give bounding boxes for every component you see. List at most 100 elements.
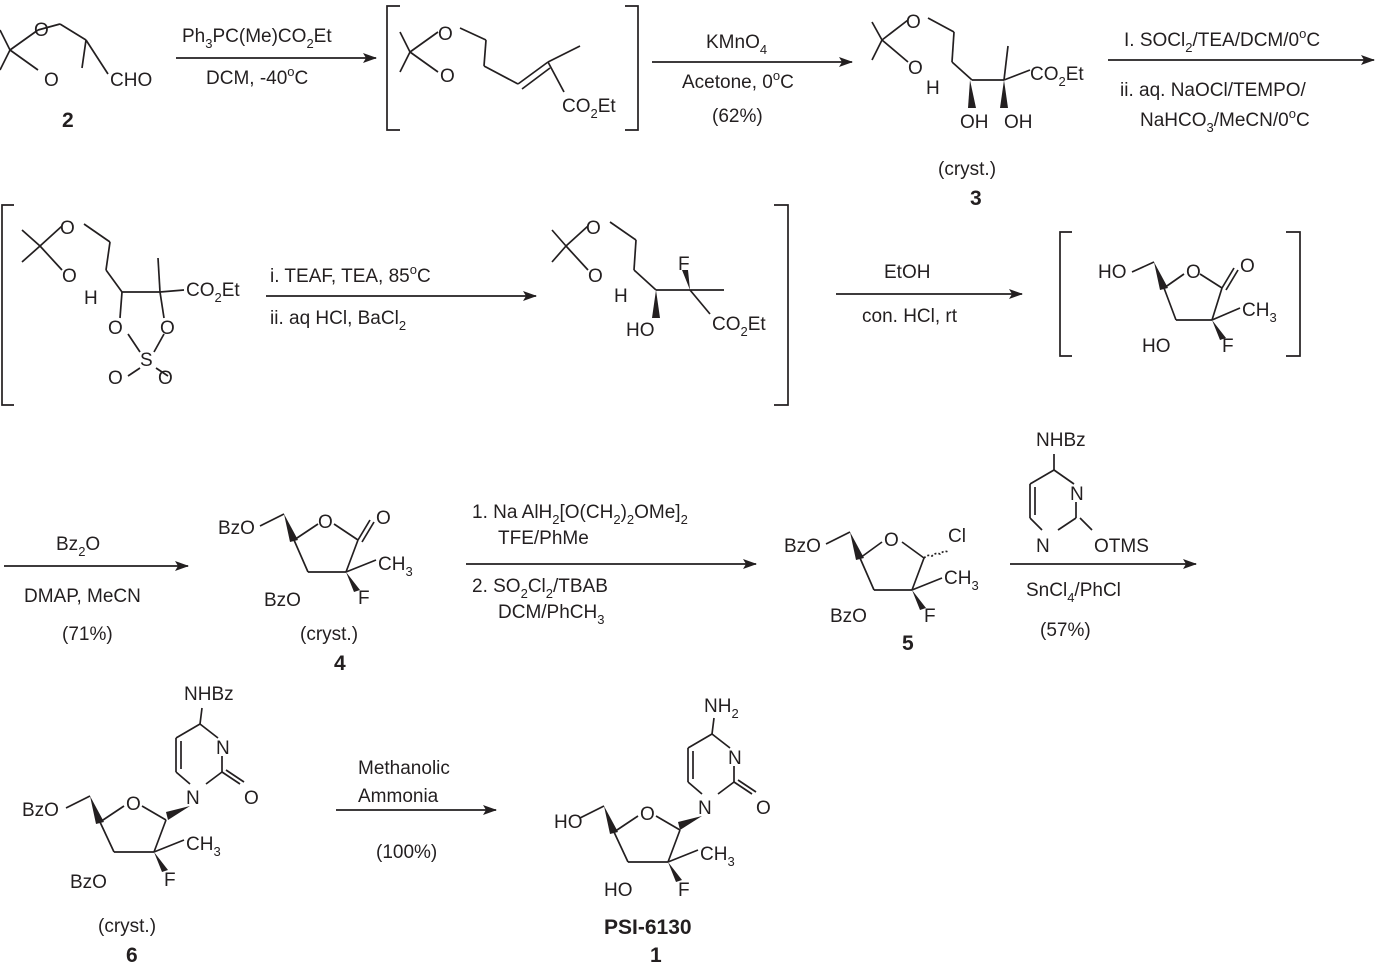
- compound-number: 4: [334, 652, 346, 675]
- compound-number: 6: [126, 944, 138, 967]
- atom-o: O: [440, 66, 455, 87]
- condition-label: Acetone, 0oC: [682, 68, 794, 93]
- hydroxyl-label: HO: [1142, 336, 1171, 357]
- atom-o: O: [1240, 256, 1255, 277]
- atom-f: F: [358, 588, 370, 609]
- methyl-label: CH3: [700, 844, 735, 869]
- compound-1: NH2 N N O HO O CH3 HO F PSI-6130 1: [554, 696, 771, 967]
- condition-label: DMAP, MeCN: [24, 586, 141, 607]
- methyl-label: CH3: [186, 834, 221, 859]
- atom-o: O: [108, 368, 123, 389]
- reaction-step-4: i. TEAF, TEA, 85oC ii. aq HCl, BaCl2: [266, 262, 537, 333]
- condition-label: DCM, -40oC: [206, 64, 308, 89]
- yield-label: (100%): [376, 842, 437, 863]
- hydroxyl-label: HO: [554, 812, 583, 833]
- atom-o: O: [318, 512, 333, 533]
- crystalline-note: (cryst.): [300, 624, 358, 645]
- atom-n: N: [1070, 484, 1084, 505]
- compound-number: 1: [650, 944, 662, 967]
- intermediate-lactone: HO O O CH3 HO F: [1059, 231, 1301, 357]
- methyl-label: CH3: [378, 554, 413, 579]
- amide-label: NHBz: [1036, 430, 1086, 451]
- methyl-label: CH3: [944, 568, 979, 593]
- reaction-step-1: Ph3PC(Me)CO2Et DCM, -40oC: [176, 26, 377, 89]
- intermediate-cyclic-sulfate: O O H CO2Et O O S O O: [1, 204, 240, 406]
- benzoate-label: BzO: [830, 606, 867, 627]
- atom-o: O: [438, 24, 453, 45]
- atom-f: F: [164, 870, 176, 891]
- atom-o: O: [588, 266, 603, 287]
- silylated-benzoylcytosine: NHBz N N OTMS: [1029, 430, 1149, 557]
- reagent-label: 2. SO2Cl2/TBAB: [472, 576, 608, 601]
- chloro-label: Cl: [948, 526, 966, 547]
- benzoate-label: BzO: [22, 800, 59, 821]
- aldehyde-label: CHO: [110, 70, 152, 91]
- atom-o: O: [756, 798, 771, 819]
- reagent-label: KMnO4: [706, 32, 767, 57]
- amine-label: NH2: [704, 696, 739, 721]
- atom-o: O: [108, 318, 123, 339]
- atom-o: O: [158, 368, 173, 389]
- benzoate-label: BzO: [70, 872, 107, 893]
- atom-f: F: [678, 254, 690, 275]
- atom-h: H: [614, 286, 628, 307]
- atom-o: O: [906, 12, 921, 33]
- reagent-label: i. TEAF, TEA, 85oC: [270, 262, 431, 287]
- reagent-label: Ammonia: [358, 786, 439, 807]
- compound-4: BzO O O CH3 BzO F (cryst.) 4: [218, 508, 413, 675]
- compound-number: 3: [970, 187, 982, 210]
- atom-h: H: [84, 288, 98, 309]
- compound-number: 2: [62, 109, 74, 132]
- silyl-ether-label: OTMS: [1094, 536, 1149, 557]
- reaction-step-8: SnCl4/PhCl (57%): [1010, 559, 1197, 641]
- hydroxyl-label: HO: [1098, 262, 1127, 283]
- atom-o: O: [640, 804, 655, 825]
- atom-o: O: [908, 58, 923, 79]
- reaction-step-2: KMnO4 Acetone, 0oC (62%): [652, 32, 853, 127]
- ester-label: CO2Et: [1030, 64, 1084, 89]
- atom-o: O: [44, 70, 59, 91]
- methyl-label: CH3: [1242, 300, 1277, 325]
- atom-o: O: [376, 508, 391, 529]
- atom-o: O: [62, 266, 77, 287]
- reagent-label: EtOH: [884, 262, 930, 283]
- atom-o: O: [884, 530, 899, 551]
- ester-label: CO2Et: [186, 280, 240, 305]
- atom-h: H: [926, 78, 940, 99]
- reagent-label: ii. aq HCl, BaCl2: [270, 308, 406, 333]
- atom-n: N: [186, 788, 200, 809]
- yield-label: (57%): [1040, 620, 1091, 641]
- amide-label: NHBz: [184, 684, 234, 705]
- reagent-label: Methanolic: [358, 758, 450, 779]
- reagent-label: ii. aq. NaOCl/TEMPO/: [1120, 80, 1307, 101]
- reagent-label: NaHCO3/MeCN/0oC: [1140, 106, 1310, 135]
- reagent-label: Ph3PC(Me)CO2Et: [182, 26, 332, 51]
- compound-number: 5: [902, 632, 914, 655]
- atom-o: O: [60, 218, 75, 239]
- reaction-step-7: 1. Na AlH2[O(CH2)2OMe]2 TFE/PhMe 2. SO2C…: [466, 502, 757, 627]
- intermediate-alkene: O O CO2Et: [386, 5, 639, 131]
- atom-n: N: [1036, 536, 1050, 557]
- compound-5: BzO O Cl CH3 BzO F 5: [784, 526, 979, 655]
- atom-n: N: [728, 748, 742, 769]
- hydroxyl-label: HO: [604, 880, 633, 901]
- ester-label: CO2Et: [712, 314, 766, 339]
- compound-name: PSI-6130: [604, 916, 692, 939]
- reagent-label: I. SOCl2/TEA/DCM/0oC: [1124, 26, 1320, 55]
- atom-o: O: [126, 794, 141, 815]
- atom-n: N: [698, 798, 712, 819]
- crystalline-note: (cryst.): [938, 159, 996, 180]
- reagent-label: 1. Na AlH2[O(CH2)2OMe]2: [472, 502, 688, 527]
- reagent-label: Bz2O: [56, 534, 100, 559]
- benzoate-label: BzO: [784, 536, 821, 557]
- compound-2: O O CHO 2: [0, 20, 152, 132]
- atom-o: O: [160, 318, 175, 339]
- reagent-label: TFE/PhMe: [498, 528, 589, 549]
- crystalline-note: (cryst.): [98, 916, 156, 937]
- reaction-step-5: EtOH con. HCl, rt: [836, 262, 1023, 327]
- intermediate-fluoro-ester: O O H F HO CO2Et: [551, 204, 789, 406]
- hydroxyl-label: HO: [626, 320, 655, 341]
- hydroxyl-label: OH: [960, 112, 989, 133]
- atom-o: O: [586, 218, 601, 239]
